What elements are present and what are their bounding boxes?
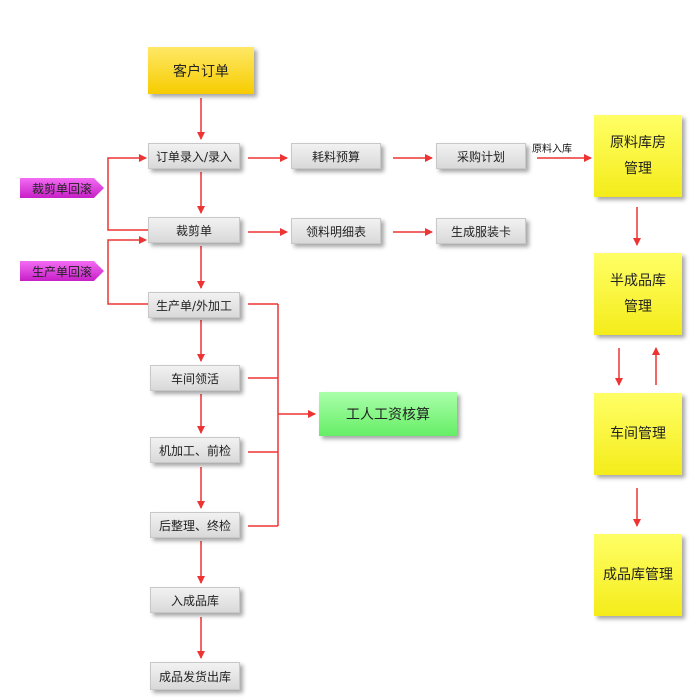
node-cutting-order: 裁剪单 bbox=[148, 217, 240, 243]
tag-production-rollback: 生产单回滚 bbox=[20, 261, 104, 281]
node-workshop-mgmt: 车间管理 bbox=[594, 393, 682, 475]
node-garment-card: 生成服装卡 bbox=[436, 218, 526, 244]
node-customer-order: 客户订单 bbox=[148, 47, 254, 94]
edge-label-raw-in: 原料入库 bbox=[532, 144, 572, 155]
node-material-detail: 领料明细表 bbox=[291, 218, 381, 244]
node-wage-calc: 工人工资核算 bbox=[319, 392, 457, 436]
node-order-entry: 订单录入/录入 bbox=[148, 143, 240, 169]
node-semi-warehouse: 半成品库 管理 bbox=[594, 253, 682, 335]
node-purchase-plan: 采购计划 bbox=[436, 143, 526, 169]
node-production-order: 生产单/外加工 bbox=[148, 292, 240, 318]
node-material-budget: 耗料预算 bbox=[291, 143, 381, 169]
node-finished-warehouse: 成品库管理 bbox=[594, 534, 682, 616]
node-raw-warehouse: 原料库房 管理 bbox=[594, 115, 682, 197]
tag-cutting-rollback: 裁剪单回滚 bbox=[20, 178, 104, 198]
node-machining: 机加工、前检 bbox=[150, 437, 240, 463]
node-finishing: 后整理、终检 bbox=[150, 512, 240, 538]
node-to-finished-store: 入成品库 bbox=[150, 587, 240, 613]
node-workshop-pick: 车间领活 bbox=[150, 365, 240, 391]
node-ship-out: 成品发货出库 bbox=[150, 662, 240, 690]
